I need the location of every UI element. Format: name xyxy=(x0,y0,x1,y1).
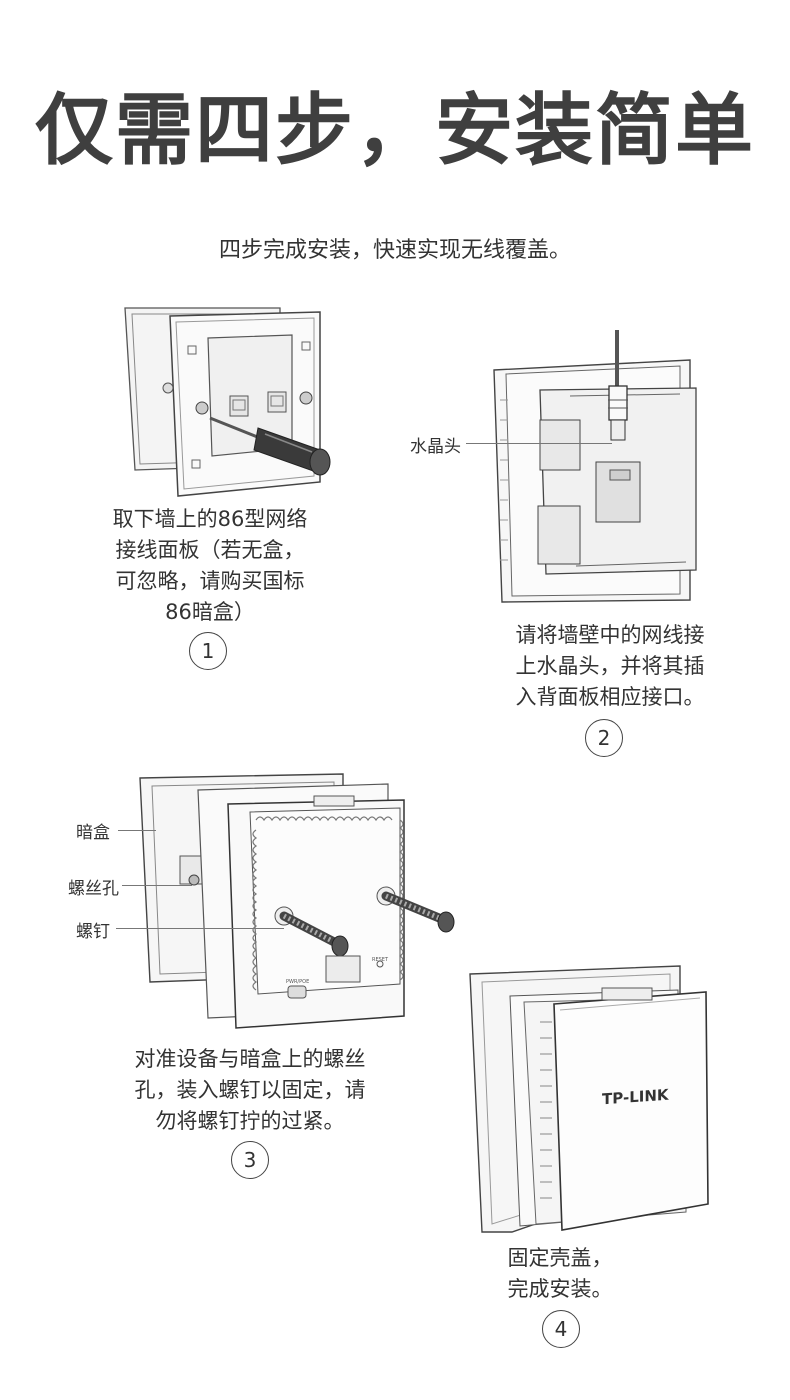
step-1-number-badge: 1 xyxy=(189,632,227,670)
callout-crystal-head: 水晶头 xyxy=(410,437,461,457)
callout-wall-box: 暗盒 xyxy=(76,823,110,843)
step-3-line: 勿将螺钉拧的过紧。 xyxy=(155,1109,345,1133)
step-3-illustration xyxy=(139,773,455,1029)
step-1-line: 接线面板（若无盒， xyxy=(115,538,305,562)
step-1-line: 可忽略，请购买国标 xyxy=(115,569,305,593)
step-2-illustration xyxy=(493,330,697,603)
step-2-line: 请将墙壁中的网线接 xyxy=(515,623,705,647)
step-1-illustration xyxy=(124,307,331,497)
step-4-illustration xyxy=(469,965,709,1233)
port-label: PWR/POE xyxy=(286,979,310,985)
step-4-line: 固定壳盖， xyxy=(507,1246,613,1270)
reset-label: RESET xyxy=(372,957,389,963)
step-3-line: 对准设备与暗盒上的螺丝 xyxy=(134,1047,366,1071)
page-title: 仅需四步，安装简单 xyxy=(34,86,755,176)
callout-screw: 螺钉 xyxy=(76,922,110,942)
step-3-description: 对准设备与暗盒上的螺丝 孔，装入螺钉以固定，请 勿将螺钉拧的过紧。 xyxy=(100,1044,400,1137)
step-1-line: 取下墙上的86型网络 xyxy=(112,507,308,531)
step-1-line: 86暗盒） xyxy=(165,600,255,624)
step-2-number-badge: 2 xyxy=(585,719,623,757)
step-2-line: 入背面板相应接口。 xyxy=(515,685,705,709)
step-4-line: 完成安装。 xyxy=(507,1277,613,1301)
step-1-description: 取下墙上的86型网络 接线面板（若无盒， 可忽略，请购买国标 86暗盒） xyxy=(80,504,340,628)
page-subtitle: 四步完成安装，快速实现无线覆盖。 xyxy=(218,238,571,263)
step-4-number-badge: 4 xyxy=(542,1310,580,1348)
step-2-description: 请将墙壁中的网线接 上水晶头，并将其插 入背面板相应接口。 xyxy=(480,620,740,713)
callout-screw-hole: 螺丝孔 xyxy=(68,879,119,899)
step-2-line: 上水晶头，并将其插 xyxy=(515,654,705,678)
step-3-line: 孔，装入螺钉以固定，请 xyxy=(134,1078,366,1102)
callout-line xyxy=(122,885,192,886)
callout-line xyxy=(116,928,284,929)
step-3-number-badge: 3 xyxy=(231,1141,269,1179)
step-4-description: 固定壳盖， 完成安装。 xyxy=(470,1243,650,1305)
callout-line xyxy=(466,443,612,444)
callout-line xyxy=(118,830,156,831)
